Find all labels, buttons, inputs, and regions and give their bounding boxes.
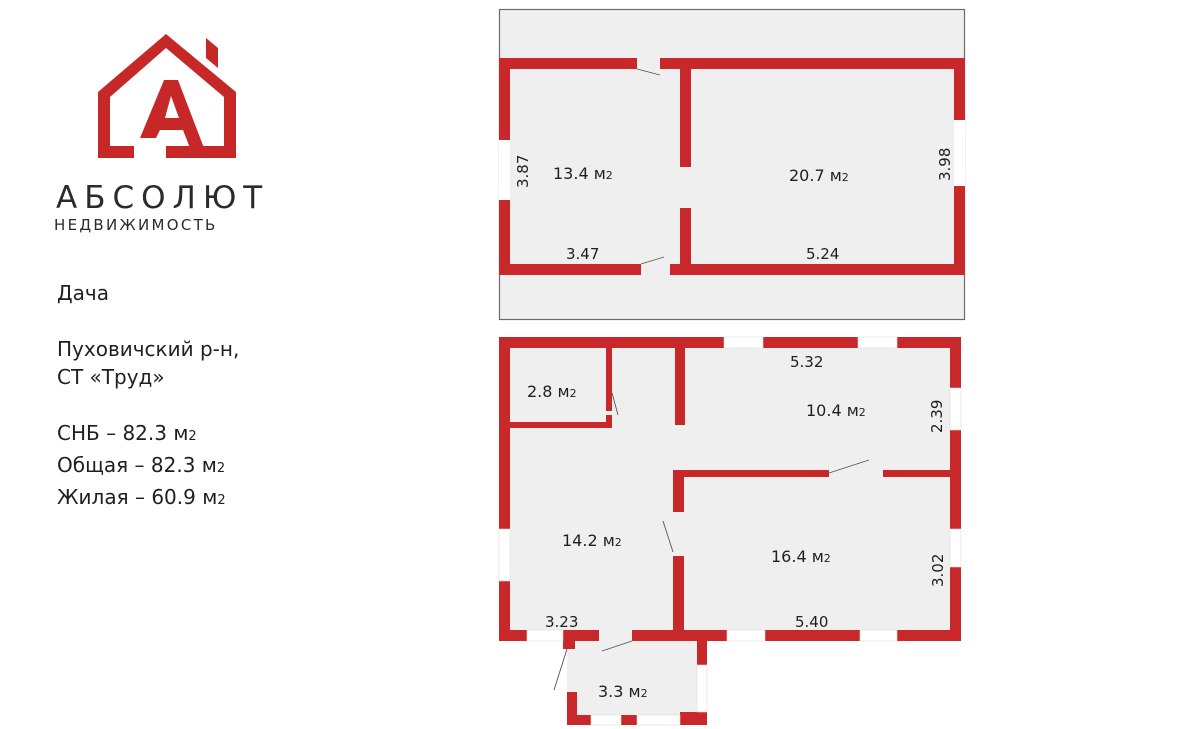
lower-walls (499, 337, 961, 725)
area-total: Общая – 82.3 м2 (57, 453, 226, 477)
dimension-label: 5.40 (795, 613, 828, 631)
dimension-label: 3.87 (514, 155, 532, 188)
dimension-label: 3.23 (545, 613, 578, 631)
area-living: Жилая – 60.9 м2 (57, 485, 226, 509)
room-area-label: 2.8 м2 (527, 382, 577, 401)
lower-dimension-labels: 5.32 2.39 3.23 3.02 5.40 (545, 353, 947, 631)
upper-walls (499, 58, 965, 275)
brand-subtitle: НЕДВИЖИМОСТЬ (54, 216, 218, 234)
dimension-label: 3.47 (566, 245, 599, 263)
room-area-label: 20.7 м2 (789, 166, 849, 185)
lower-windows (498, 336, 962, 726)
location-line-2: СТ «Труд» (57, 365, 165, 389)
house-with-letter-a-icon (98, 34, 236, 158)
area-snb: СНБ – 82.3 м2 (57, 421, 197, 445)
dimension-label: 3.98 (936, 148, 954, 181)
dimension-label: 2.39 (928, 400, 946, 433)
lower-floor-plan (498, 336, 962, 726)
brand-name: АБСОЛЮТ (56, 180, 270, 216)
room-area-label: 16.4 м2 (771, 547, 831, 566)
dimension-label: 5.32 (790, 353, 823, 371)
listing-info: Дача Пуховичский р-н, СТ «Труд» СНБ – 82… (57, 279, 239, 515)
dimension-label: 3.02 (929, 554, 947, 587)
upper-floor-plan (498, 8, 966, 321)
lower-door-swings (553, 392, 870, 691)
dimension-label: 5.24 (806, 245, 839, 263)
room-area-label: 10.4 м2 (806, 401, 866, 420)
upper-room-labels: 13.4 м2 20.7 м2 (553, 164, 849, 185)
brand-logo: АБСОЛЮТ НЕДВИЖИМОСТЬ (52, 30, 282, 240)
upper-dimension-labels: 3.87 3.47 5.24 3.98 (514, 148, 954, 263)
upper-door-swings (636, 68, 665, 265)
property-type: Дача (57, 281, 109, 305)
room-area-label: 3.3 м2 (598, 682, 648, 701)
room-area-label: 14.2 м2 (562, 531, 622, 550)
upper-windows (499, 120, 965, 200)
lower-room-labels: 2.8 м2 10.4 м2 14.2 м2 16.4 м2 3.3 м2 (527, 382, 866, 701)
location-line-1: Пуховичский р-н, (57, 337, 240, 361)
room-area-label: 13.4 м2 (553, 164, 613, 183)
